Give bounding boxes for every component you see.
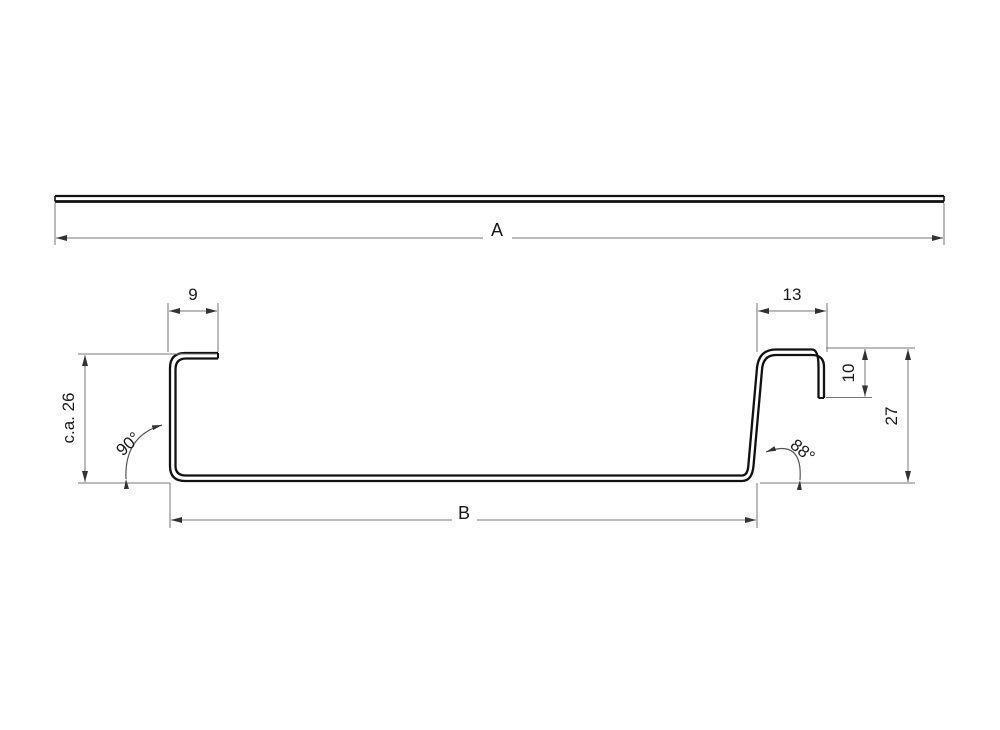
dimension-label-A: A bbox=[491, 220, 503, 240]
dimension-A: A bbox=[54, 203, 945, 245]
angle-arc-leader bbox=[123, 424, 163, 490]
profile-outer-contour bbox=[168, 351, 826, 483]
dimension-label-ca-26: c.a. 26 bbox=[59, 392, 78, 443]
flat-strip-view bbox=[54, 194, 945, 203]
dimension-label-10: 10 bbox=[839, 364, 858, 383]
formed-profile-view bbox=[168, 348, 826, 483]
dimension-13: 13 bbox=[756, 285, 828, 352]
angle-arc-leader bbox=[765, 446, 802, 491]
dimension-label-B: B bbox=[458, 503, 470, 523]
profile-inner-contour bbox=[174, 348, 820, 477]
dimension-ca-26: c.a. 26 bbox=[59, 353, 217, 484]
dimension-9: 9 bbox=[167, 285, 219, 352]
dimension-label-9: 9 bbox=[188, 285, 197, 304]
dimension-label-13: 13 bbox=[783, 285, 802, 304]
dimension-label-27: 27 bbox=[882, 407, 901, 426]
